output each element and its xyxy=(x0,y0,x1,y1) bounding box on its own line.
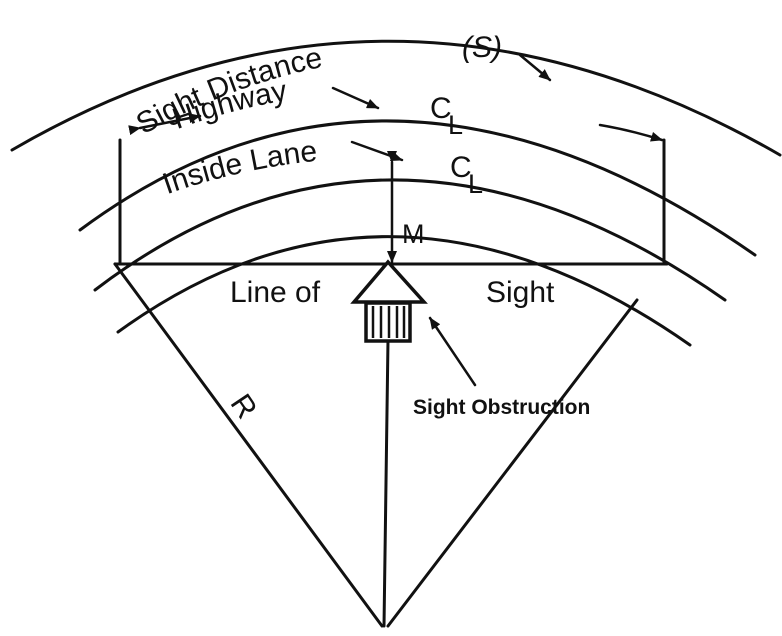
sight-obstruction-label: Sight Obstruction xyxy=(413,396,590,419)
svg-text:L: L xyxy=(448,110,463,140)
inside-lane-centerline-symbol: C L xyxy=(450,151,483,199)
svg-text:C: C xyxy=(450,151,472,184)
radius-line-right xyxy=(386,298,639,628)
sight-distance-dimension-arc-right xyxy=(598,123,664,142)
highway-centerline-symbol: C L xyxy=(430,92,463,140)
sight-distance-symbol: (S) xyxy=(462,31,502,64)
sight-distance-dimension-arc xyxy=(128,113,202,136)
obstruction-pointer xyxy=(428,316,477,387)
sight-label: Sight xyxy=(486,276,555,309)
radius-line-left xyxy=(113,262,384,628)
inside-lane-centerline-arc xyxy=(93,178,727,302)
sight-distance-pointer xyxy=(518,53,552,82)
middle-ordinate-label: M xyxy=(402,219,425,249)
highway-pointer xyxy=(331,86,380,110)
sight-distance-arc xyxy=(10,39,782,157)
sight-obstruction-icon xyxy=(350,259,428,343)
line-of-label: Line of xyxy=(230,276,321,309)
highway-label: Highway xyxy=(168,74,289,135)
radius-line-center xyxy=(382,338,390,628)
highway-centerline-arc xyxy=(78,119,757,257)
svg-text:L: L xyxy=(468,169,483,199)
svg-text:C: C xyxy=(430,92,452,125)
inner-edge-arc xyxy=(116,235,692,347)
inside-lane-pointer xyxy=(350,140,404,162)
